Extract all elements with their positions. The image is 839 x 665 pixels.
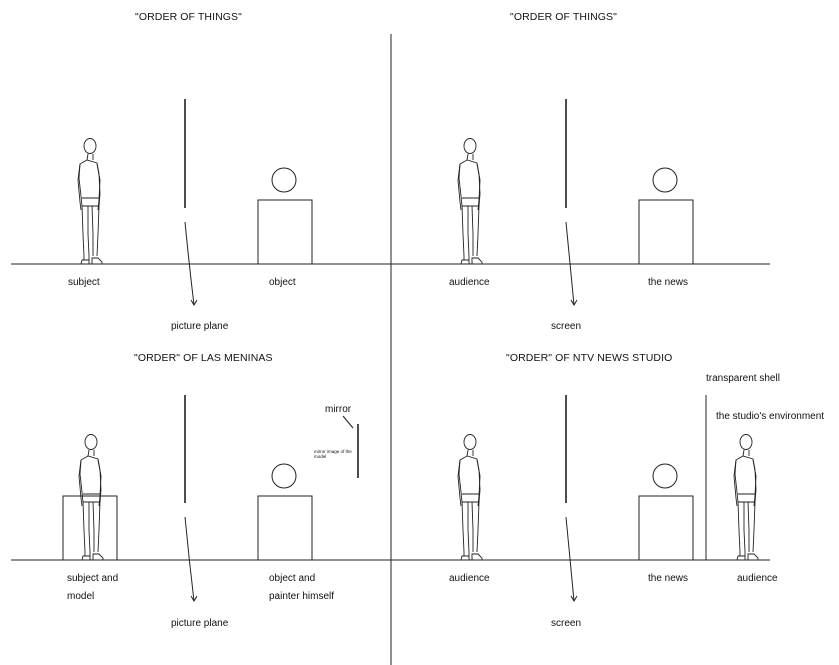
label-audience-bottom: audience [449, 573, 490, 585]
label-studio-environment: the studio's environment [716, 411, 824, 423]
label-object: object [269, 277, 296, 289]
figure-subject-model [79, 435, 103, 561]
news-pedestal-bottom [639, 496, 693, 560]
label-the-news-bottom: the news [648, 573, 688, 585]
object-pedestal-bottom-left [258, 496, 312, 560]
label-audience-far-right: audience [737, 573, 778, 585]
label-picture-plane-top: picture plane [171, 321, 228, 333]
label-picture-plane-bottom: picture plane [171, 618, 228, 630]
panel-title-top-right: "ORDER OF THINGS" [510, 11, 617, 23]
news-pedestal-top [639, 200, 693, 264]
figure-audience-outside [734, 435, 758, 561]
mirror-pointer-line [343, 416, 353, 428]
news-sphere-top [653, 168, 677, 192]
panel-title-bottom-left: "ORDER" OF LAS MENINAS [134, 352, 273, 364]
figure-subject [78, 139, 102, 265]
object-sphere-bottom-left [272, 464, 296, 488]
label-the-news-top: the news [648, 277, 688, 289]
panel-title-bottom-right: "ORDER" OF NTV NEWS STUDIO [506, 352, 672, 364]
label-screen-bottom: screen [551, 618, 581, 630]
label-screen-top: screen [551, 321, 581, 333]
arrow-picture-plane-bottom [185, 517, 197, 601]
label-mirror: mirror [325, 404, 351, 416]
object-pedestal-top-left [258, 200, 312, 264]
figure-audience-bottom [458, 435, 482, 561]
label-object-and: object and [269, 573, 315, 585]
label-subject-and: subject and [67, 573, 118, 585]
label-model: model [67, 591, 94, 603]
label-painter-himself: painter himself [269, 591, 334, 603]
label-subject: subject [68, 277, 100, 289]
panel-title-top-left: "ORDER OF THINGS" [135, 11, 242, 23]
label-audience-top: audience [449, 277, 490, 289]
label-transparent-shell: transparent shell [706, 373, 780, 385]
arrow-screen-bottom [566, 517, 577, 601]
object-sphere-top-left [272, 168, 296, 192]
news-sphere-bottom [653, 464, 677, 488]
figure-audience-top [458, 139, 482, 265]
label-mirror-image: mirror image of the model [314, 449, 354, 459]
